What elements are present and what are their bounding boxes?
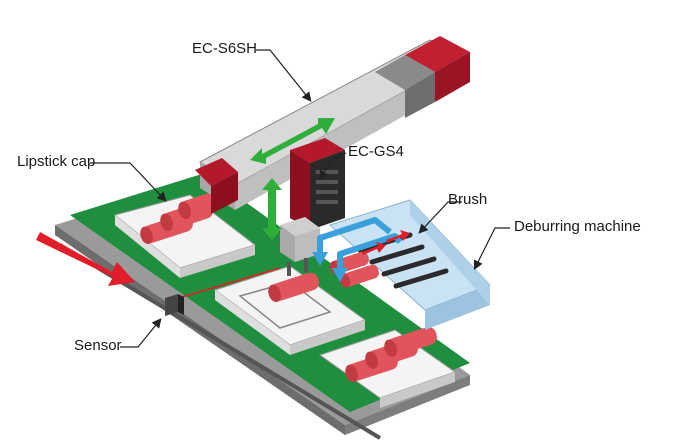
lipstick-caps-right: [345, 327, 437, 383]
sensor-unit: [165, 294, 184, 316]
brush-motion-arrowheads: [312, 252, 348, 282]
label-deburring-machine: Deburring machine: [514, 218, 641, 235]
callout-lines: [90, 49, 510, 348]
brush-motion-arrows: [317, 217, 403, 268]
label-ec-s6sh: EC-S6SH: [192, 40, 258, 57]
x-axis-arrow: [250, 118, 335, 164]
cap-tray-center: [213, 265, 367, 355]
sensor-beam: [171, 267, 281, 301]
label-lipstick-cap: Lipstick cap: [17, 153, 96, 170]
feed-arrows: [362, 230, 410, 255]
z-axis-arrow: [262, 178, 282, 240]
lipstick-cap-gripped: [268, 272, 320, 303]
label-ec-gs4: EC-GS4: [348, 143, 404, 160]
label-sensor: Sensor: [74, 337, 122, 354]
label-brush: Brush: [448, 191, 488, 208]
infeed-arrow: [36, 232, 135, 286]
